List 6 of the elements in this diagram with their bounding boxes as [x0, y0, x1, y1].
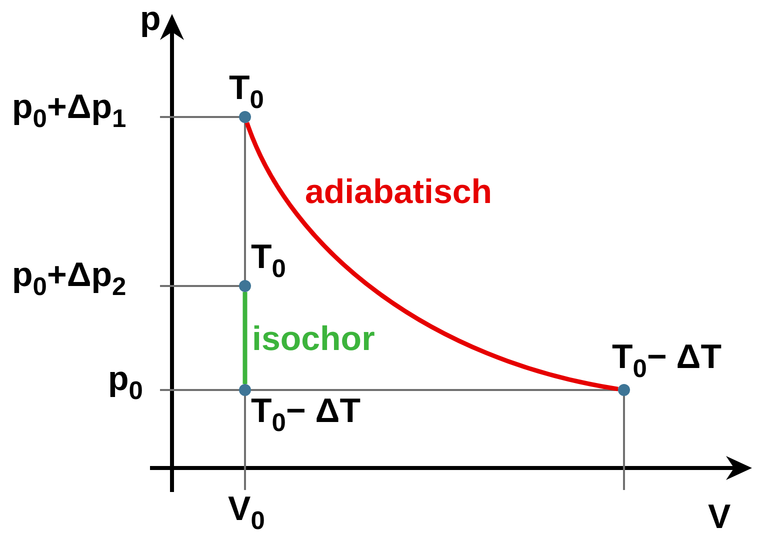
process-line — [242, 292, 248, 384]
edge-label: isochor — [252, 322, 375, 356]
process-curve — [244, 122, 618, 392]
edge-label: adiabatisch — [305, 175, 492, 209]
axis-label: V — [708, 500, 731, 534]
axis-label: p — [140, 2, 161, 36]
